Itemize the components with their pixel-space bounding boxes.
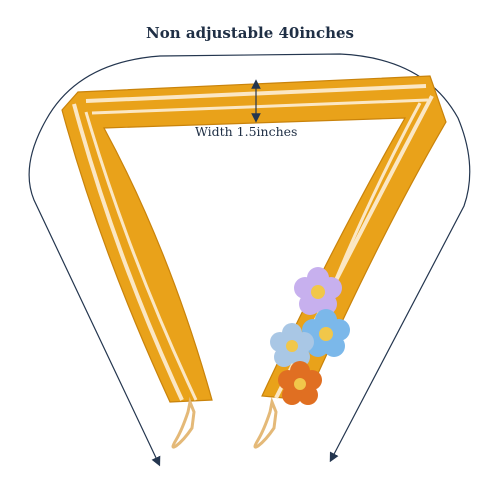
curved-arrow-icon	[28, 53, 471, 467]
width-label: Width 1.5inches	[195, 124, 298, 139]
crochet-flower-icon	[270, 267, 350, 405]
strap	[61, 75, 447, 403]
dimension-title: Non adjustable 40inches	[146, 24, 354, 42]
clasp-hook-icon	[171, 396, 278, 449]
